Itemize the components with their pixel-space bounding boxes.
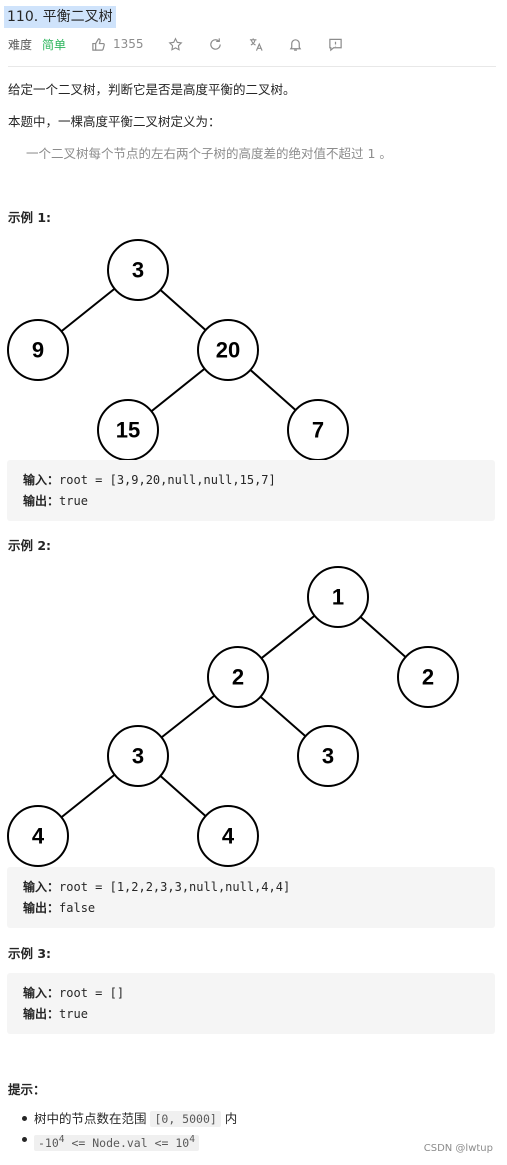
list-item: -104 <= Node.val <= 104 (8, 1129, 237, 1151)
input-label: 输入： (23, 880, 60, 894)
example-1-heading: 示例 1: (8, 210, 52, 225)
output-value: true (59, 494, 88, 508)
tree-node (107, 725, 169, 787)
list-item: 树中的节点数在范围 [0, 5000] 内 (8, 1108, 237, 1129)
tree-node-value: 9 (32, 338, 44, 363)
tree-node-value: 1 (332, 585, 344, 610)
tree-node (297, 725, 359, 787)
tree-node-value: 15 (116, 418, 140, 443)
tree-node-value: 3 (132, 744, 144, 769)
translate-icon[interactable] (248, 36, 264, 52)
tree-node-value: 20 (216, 338, 240, 363)
tree-node-value: 4 (222, 824, 235, 849)
hint-text: 树中的节点数在范围 (34, 1111, 151, 1126)
input-label: 输入： (23, 986, 60, 1000)
input-label: 输入： (23, 473, 60, 487)
problem-title: 110. 平衡二叉树 (4, 6, 116, 28)
tree-node (287, 399, 349, 460)
thumbs-up-icon[interactable] (90, 36, 106, 52)
tree-node-value: 3 (132, 258, 144, 283)
input-value: root = [3,9,20,null,null,15,7] (59, 473, 276, 487)
tree-node-value: 3 (322, 744, 334, 769)
hint-exponent: 4 (58, 1134, 65, 1145)
feedback-icon[interactable] (328, 36, 344, 52)
output-label: 输出： (23, 901, 60, 915)
output-label: 输出： (23, 1007, 60, 1021)
hint-exponent: 4 (189, 1134, 195, 1145)
hints-heading: 提示： (8, 1082, 46, 1097)
example-1-tree: 3 9 20 15 7 (7, 239, 349, 460)
hint-code-part: <= Node.val <= 10 (64, 1135, 190, 1150)
header-divider (8, 66, 496, 67)
tree-node (207, 646, 269, 708)
hint-code: [0, 5000] (150, 1111, 221, 1127)
refresh-icon[interactable] (208, 36, 224, 52)
hints-list: 树中的节点数在范围 [0, 5000] 内 -104 <= Node.val <… (8, 1108, 237, 1151)
example-3-io: 输入：root = [] 输出：true (7, 973, 495, 1034)
difficulty-label: 难度 (8, 37, 33, 52)
definition-quote: 一个二叉树每个节点的左右两个子树的高度差的绝对值不超过 1 。 (26, 146, 392, 161)
description-line-1: 给定一个二叉树，判断它是否是高度平衡的二叉树。 (8, 82, 296, 97)
hint-code-part: -10 (38, 1135, 59, 1150)
output-value: false (59, 901, 96, 915)
hint-code: -104 <= Node.val <= 104 (34, 1134, 199, 1151)
input-value: root = [1,2,2,3,3,null,null,4,4] (59, 880, 291, 894)
tree-node-value: 2 (422, 665, 434, 690)
tree-node (397, 646, 459, 708)
hint-text: 内 (220, 1111, 238, 1126)
star-icon[interactable] (168, 36, 184, 52)
example-3-heading: 示例 3: (8, 946, 52, 961)
tree-node (197, 805, 259, 867)
example-1-io: 输入：root = [3,9,20,null,null,15,7] 输出：tru… (7, 460, 495, 521)
likes-count: 1355 (113, 37, 144, 51)
tree-node (7, 805, 69, 867)
example-2-io: 输入：root = [1,2,2,3,3,null,null,4,4] 输出：f… (7, 867, 495, 928)
example-2-tree: 1 2 2 3 3 4 4 (7, 566, 459, 867)
problem-meta: 难度 简单 1355 (8, 34, 344, 54)
description-line-2: 本题中，一棵高度平衡二叉树定义为： (8, 114, 221, 129)
csdn-watermark: CSDN @lwtup (423, 1143, 493, 1154)
tree-node (307, 566, 369, 628)
tree-node (197, 319, 259, 381)
tree-node (107, 239, 169, 301)
tree-node (7, 319, 69, 381)
tree-node-value: 7 (312, 418, 324, 443)
tree-node-value: 4 (32, 824, 45, 849)
output-label: 输出： (23, 494, 60, 508)
bell-icon[interactable] (288, 36, 304, 52)
tree-node-value: 2 (232, 665, 244, 690)
difficulty-badge: 简单 (42, 37, 67, 52)
output-value: true (59, 1007, 88, 1021)
example-2-heading: 示例 2: (8, 538, 52, 553)
tree-node (97, 399, 159, 460)
input-value: root = [] (59, 986, 125, 1000)
